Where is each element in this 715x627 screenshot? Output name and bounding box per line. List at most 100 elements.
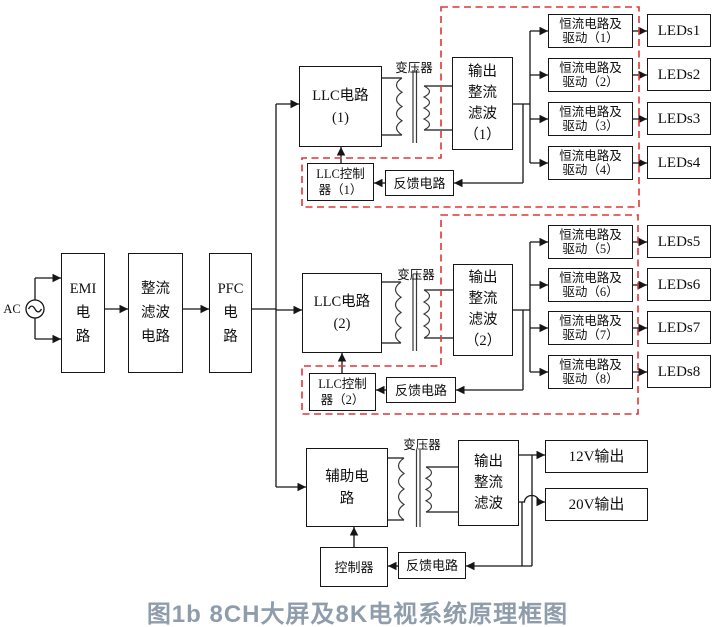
- label-line: 驱动（6）: [562, 285, 619, 299]
- label-line: 恒流电路及: [559, 16, 622, 31]
- driver-7-box: 恒流电路及 驱动（7）: [548, 311, 633, 345]
- bus-wires: [252, 31, 533, 566]
- label-line: LLC控制: [316, 167, 365, 181]
- label-line: 路: [75, 329, 91, 345]
- label-line: 输出: [468, 270, 498, 286]
- feedback-1-box: 反馈电路: [385, 170, 454, 196]
- driver-1-box: 恒流电路及 驱动（1）: [548, 14, 633, 48]
- ac-source-icon: [25, 278, 45, 339]
- label-line: （1）: [464, 126, 501, 143]
- transformer-2-label: 变压器: [397, 268, 435, 282]
- label-line: 恒流电路及: [559, 104, 622, 119]
- label-line: 12V输出: [568, 448, 625, 465]
- label-line: (2): [333, 316, 351, 332]
- label-line: (1): [332, 109, 349, 126]
- leds2-box: LEDs2: [647, 58, 711, 91]
- label-line: 输出: [468, 63, 497, 80]
- label-line: LEDs2: [657, 66, 701, 83]
- label-line: 路: [339, 490, 355, 507]
- rail-12v-box: 12V输出: [545, 440, 648, 473]
- label-line: LLC电路: [313, 294, 371, 310]
- label-line: 电: [75, 305, 91, 321]
- feedback-3-box: 反馈电路: [398, 552, 466, 579]
- dashed-region-outline: [301, 6, 640, 415]
- driver-5-box: 恒流电路及 驱动（5）: [548, 225, 633, 259]
- label-line: 恒流电路及: [559, 313, 622, 328]
- driver-4-box: 恒流电路及 驱动（4）: [548, 146, 633, 180]
- arrow-wires: [35, 26, 647, 571]
- label-line: 滤波: [468, 105, 497, 122]
- transformer-1-icon: [382, 70, 452, 143]
- label-line: 输出: [474, 453, 503, 470]
- driver-2-box: 恒流电路及 驱动（2）: [548, 58, 633, 92]
- rail-20v-box: 20V输出: [545, 488, 648, 521]
- label-line: 恒流电路及: [559, 357, 622, 372]
- label-line: 驱动（4）: [562, 163, 619, 177]
- output-filter-2-box: 输出 整流 滤波 （2）: [453, 264, 513, 356]
- leds7-box: LEDs7: [647, 311, 711, 344]
- rectifier-filter-box: 整流 滤波 电路: [128, 253, 183, 373]
- label-line: 控制器: [334, 559, 374, 575]
- label-line: 反馈电路: [393, 175, 446, 191]
- label-line: 驱动（3）: [562, 119, 619, 133]
- driver-3-box: 恒流电路及 驱动（3）: [548, 102, 633, 136]
- leds6-box: LEDs6: [647, 268, 711, 301]
- label-line: 滤波: [468, 312, 498, 328]
- label-line: 整流: [474, 474, 503, 491]
- label-line: LEDs1: [657, 22, 701, 39]
- label-line: 滤波: [474, 495, 503, 512]
- label-line: 驱动（5）: [562, 242, 619, 256]
- label-line: 整流: [468, 84, 497, 101]
- label-line: 驱动（8）: [562, 372, 619, 386]
- label-line: 滤波: [141, 305, 170, 321]
- leds1-box: LEDs1: [647, 14, 711, 47]
- leds5-box: LEDs5: [647, 225, 711, 258]
- leds4-box: LEDs4: [647, 146, 711, 179]
- transformer-1-label: 变压器: [395, 61, 433, 75]
- aux-output-filter-box: 输出 整流 滤波: [458, 440, 519, 526]
- transformer-2-icon: [382, 274, 453, 351]
- label-line: 电: [223, 305, 238, 321]
- label-line: 驱动（2）: [562, 75, 619, 89]
- label-line: 20V输出: [568, 496, 625, 513]
- label-line: 恒流电路及: [559, 270, 622, 285]
- label-line: 器（1）: [318, 183, 363, 197]
- figure-caption: 图1b 8CH大屏及8K电视系统原理框图: [146, 601, 569, 627]
- label-line: LLC控制: [318, 377, 367, 391]
- pfc-box: PFC 电 路: [209, 253, 252, 373]
- label-line: 恒流电路及: [559, 60, 622, 75]
- label-line: 整流: [468, 291, 498, 307]
- label-line: 电路: [141, 329, 170, 345]
- label-line: LEDs3: [657, 110, 701, 127]
- llc2-box: LLC电路 (2): [302, 273, 382, 353]
- label-line: 整流: [141, 281, 170, 297]
- label-line: LEDs4: [657, 154, 701, 171]
- label-line: 驱动（7）: [562, 328, 619, 342]
- aux-circuit-box: 辅助电 路: [306, 448, 388, 527]
- label-line: LLC电路: [312, 87, 369, 104]
- ac-label: AC: [3, 302, 21, 316]
- label-line: （2）: [464, 333, 502, 349]
- transformer-3-icon: [388, 450, 458, 527]
- label-line: 驱动（1）: [562, 31, 619, 45]
- emi-box: EMI 电 路: [61, 253, 105, 373]
- llc-controller-1-box: LLC控制 器（1）: [307, 163, 374, 201]
- label-line: 恒流电路及: [559, 227, 622, 242]
- leds3-box: LEDs3: [647, 102, 711, 135]
- label-line: LEDs8: [657, 363, 701, 380]
- label-line: 反馈电路: [405, 558, 458, 573]
- aux-controller-box: 控制器: [320, 547, 388, 587]
- label-line: 辅助电: [325, 468, 369, 485]
- label-line: 恒流电路及: [559, 148, 622, 163]
- label-line: LEDs7: [657, 319, 701, 336]
- transformer-3-label: 变压器: [403, 438, 441, 452]
- label-line: EMI: [69, 281, 97, 297]
- label-line: LEDs5: [657, 233, 701, 250]
- feedback-2-box: 反馈电路: [386, 377, 456, 403]
- dashed-region-ch2: [301, 214, 639, 415]
- driver-8-box: 恒流电路及 驱动（8）: [548, 355, 633, 389]
- label-line: 路: [223, 329, 238, 345]
- leds8-box: LEDs8: [647, 355, 711, 388]
- llc-controller-2-box: LLC控制 器（2）: [309, 373, 376, 411]
